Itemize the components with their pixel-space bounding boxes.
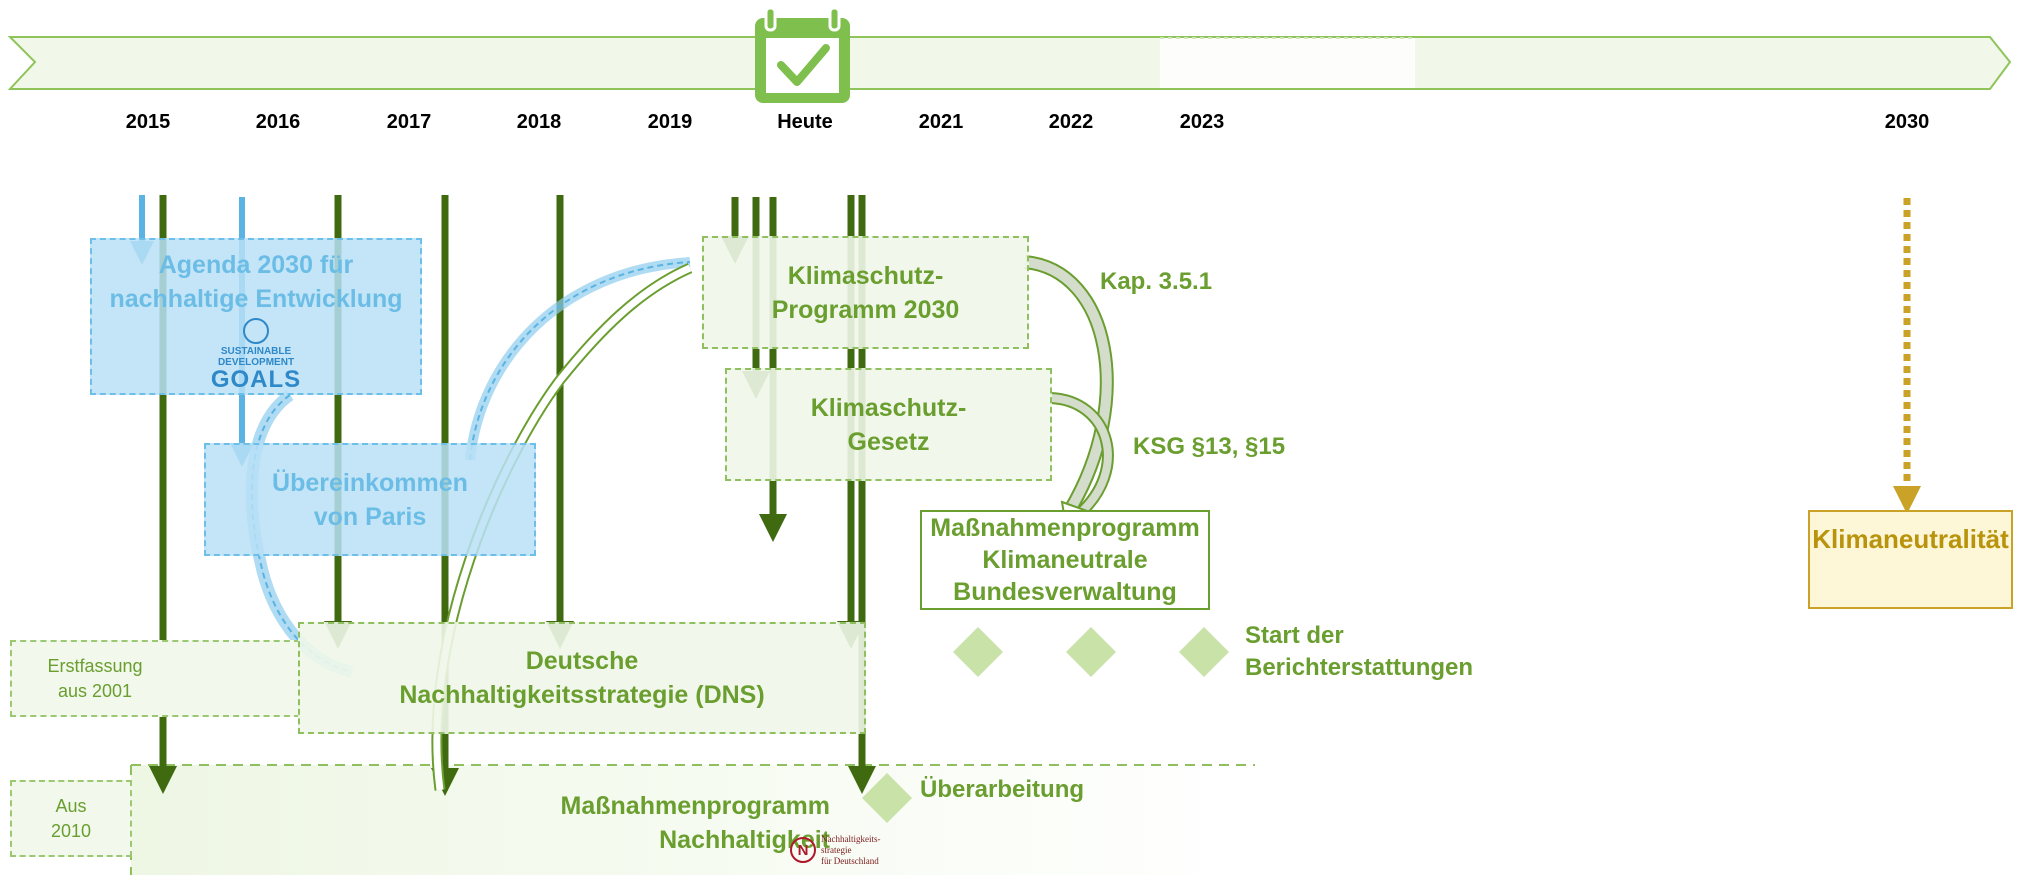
diamond-2022 — [1066, 627, 1116, 677]
erstfassung-box: Erstfassung aus 2001 — [10, 640, 300, 717]
start-berichterstattungen-label: Start der Berichterstattungen — [1245, 622, 1474, 681]
year-2016: 2016 — [255, 111, 301, 133]
klimaschutz-programm-box: Klimaschutz- Programm 2030 — [702, 236, 1029, 349]
dns-logo-text: Nachhaltigkeits- strategie für Deutschla… — [821, 834, 881, 866]
year-2017: 2017 — [386, 111, 432, 133]
dns-box: Deutsche Nachhaltigkeitsstrategie (DNS) — [298, 622, 866, 734]
timeline-band-highlight — [1160, 38, 1415, 88]
mp-klimaneutrale-bundesverwaltung-box: Maßnahmenprogramm Klimaneutrale Bundesve… — [920, 510, 1210, 610]
timeline-band — [7, 36, 2012, 90]
year-2021: 2021 — [918, 111, 964, 133]
diamond-2023 — [1179, 627, 1229, 677]
calendar-check-icon — [755, 6, 850, 103]
agenda-2030-box: Agenda 2030 für nachhaltige Entwicklung … — [90, 238, 422, 395]
year-2023: 2023 — [1179, 111, 1225, 133]
klimaneutralitaet-title: Klimaneutralität — [1812, 524, 2009, 554]
year-2019: 2019 — [647, 111, 693, 133]
diamond-ueberarbeitung — [862, 773, 912, 823]
kap-label: Kap. 3.5.1 — [1100, 268, 1213, 295]
sdg-logo: SUSTAINABLE DEVELOPMENT GOALS — [211, 318, 301, 392]
ksg-ref-label: KSG §13, §15 — [1133, 433, 1286, 460]
aus-2010-box: Aus 2010 — [10, 780, 132, 857]
ueberarbeitung-label: Überarbeitung — [920, 776, 1085, 803]
year-2015: 2015 — [125, 111, 171, 133]
dns-logo-icon: N — [790, 837, 816, 863]
diamond-2021 — [953, 627, 1003, 677]
paris-agreement-box: Übereinkommen von Paris — [204, 443, 536, 556]
un-emblem-icon — [243, 318, 269, 344]
mpn-band — [131, 765, 1251, 875]
agenda-2030-title: Agenda 2030 für nachhaltige Entwicklung — [109, 251, 403, 313]
dns-logo: N Nachhaltigkeits- strategie für Deutsch… — [788, 833, 908, 873]
year-2030: 2030 — [1884, 111, 1930, 133]
year-heute: Heute — [777, 111, 833, 133]
year-2018: 2018 — [516, 111, 562, 133]
klimaschutz-gesetz-box: Klimaschutz- Gesetz — [725, 368, 1052, 481]
klimaneutralitaet-box: Klimaneutralität — [1808, 510, 2013, 609]
year-2022: 2022 — [1048, 111, 1094, 133]
